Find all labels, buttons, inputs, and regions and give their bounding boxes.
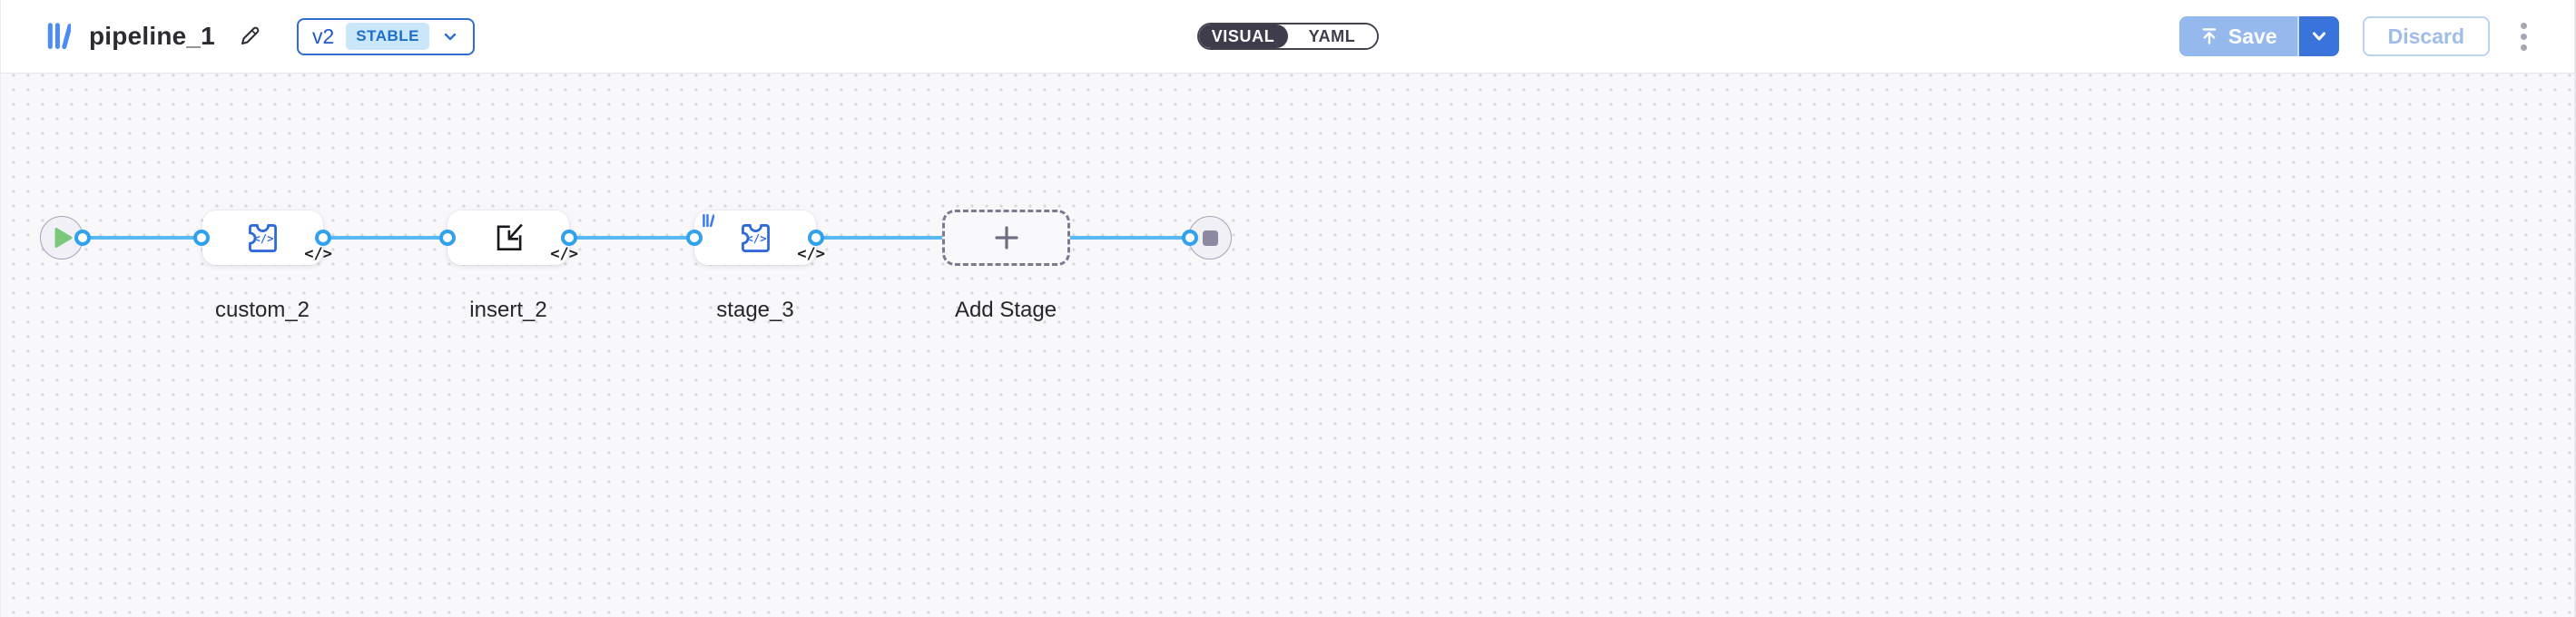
chevron-down-icon: [444, 33, 457, 41]
output-port[interactable]: [561, 230, 577, 246]
version-label: v2: [311, 24, 335, 48]
tab-visual[interactable]: VISUAL: [1198, 24, 1288, 48]
play-icon: [54, 228, 73, 248]
input-port[interactable]: [1182, 230, 1198, 246]
save-button-label: Save: [2227, 24, 2277, 48]
header-left: pipeline_1 v2 STABLE: [46, 17, 475, 55]
save-options-button[interactable]: [2298, 16, 2339, 56]
visual-yaml-toggle: VISUAL YAML: [1196, 23, 1379, 50]
puzzle-code-icon: </>: [249, 223, 277, 252]
box-arrow-in-icon: [497, 223, 523, 250]
input-port[interactable]: [686, 230, 703, 246]
brand-mark-icon: [703, 213, 714, 228]
status-badge: STABLE: [346, 23, 429, 50]
input-port[interactable]: [439, 230, 456, 246]
connection-line: [83, 236, 202, 240]
more-options-kebab-icon[interactable]: [2513, 17, 2534, 56]
stop-icon: [1202, 230, 1218, 246]
view-mode-toggle: VISUAL YAML: [1196, 23, 1379, 50]
stage-node-stage-3[interactable]: </> </>: [694, 211, 825, 265]
code-badge: </>: [304, 245, 332, 263]
node-label-custom-2: custom_2: [214, 298, 310, 322]
output-port[interactable]: [74, 230, 91, 246]
puzzle-code-icon: </>: [741, 223, 770, 252]
version-selector[interactable]: v2 STABLE: [296, 17, 475, 55]
edit-title-pencil-icon[interactable]: [237, 24, 262, 49]
stage-node-custom-2[interactable]: </> </>: [202, 211, 332, 265]
connection-line: [1067, 236, 1190, 240]
connection-line: [323, 236, 447, 240]
connection-line: [569, 236, 694, 240]
output-port[interactable]: [808, 230, 824, 246]
output-port[interactable]: [315, 230, 331, 246]
tab-yaml[interactable]: YAML: [1287, 24, 1377, 48]
header-actions: Save Discard: [2178, 16, 2534, 56]
node-label-add-stage: Add Stage: [954, 298, 1057, 322]
node-label-insert-2: insert_2: [469, 298, 547, 322]
pipeline-canvas[interactable]: </> </> </> </> </>: [1, 73, 2574, 617]
code-badge: </>: [550, 245, 578, 263]
header: pipeline_1 v2 STABLE VISUAL YAML: [1, 0, 2574, 73]
stage-node-insert-2[interactable]: </>: [447, 211, 578, 265]
code-glyph: </>: [253, 232, 273, 245]
node-label-stage-3: stage_3: [716, 298, 794, 322]
input-port[interactable]: [193, 230, 210, 246]
code-glyph: </>: [746, 232, 766, 245]
upload-icon: [2202, 28, 2217, 44]
save-button[interactable]: Save: [2178, 16, 2299, 56]
brand-mark-icon: [47, 22, 71, 49]
add-stage-button[interactable]: [942, 210, 1070, 266]
chevron-down-icon: [2312, 32, 2325, 41]
save-split-button: Save: [2178, 16, 2339, 56]
discard-button[interactable]: Discard: [2362, 16, 2490, 56]
page-title: pipeline_1: [89, 22, 215, 50]
connection-line: [816, 236, 945, 240]
plus-icon: [994, 226, 1018, 250]
code-badge: </>: [797, 245, 825, 263]
